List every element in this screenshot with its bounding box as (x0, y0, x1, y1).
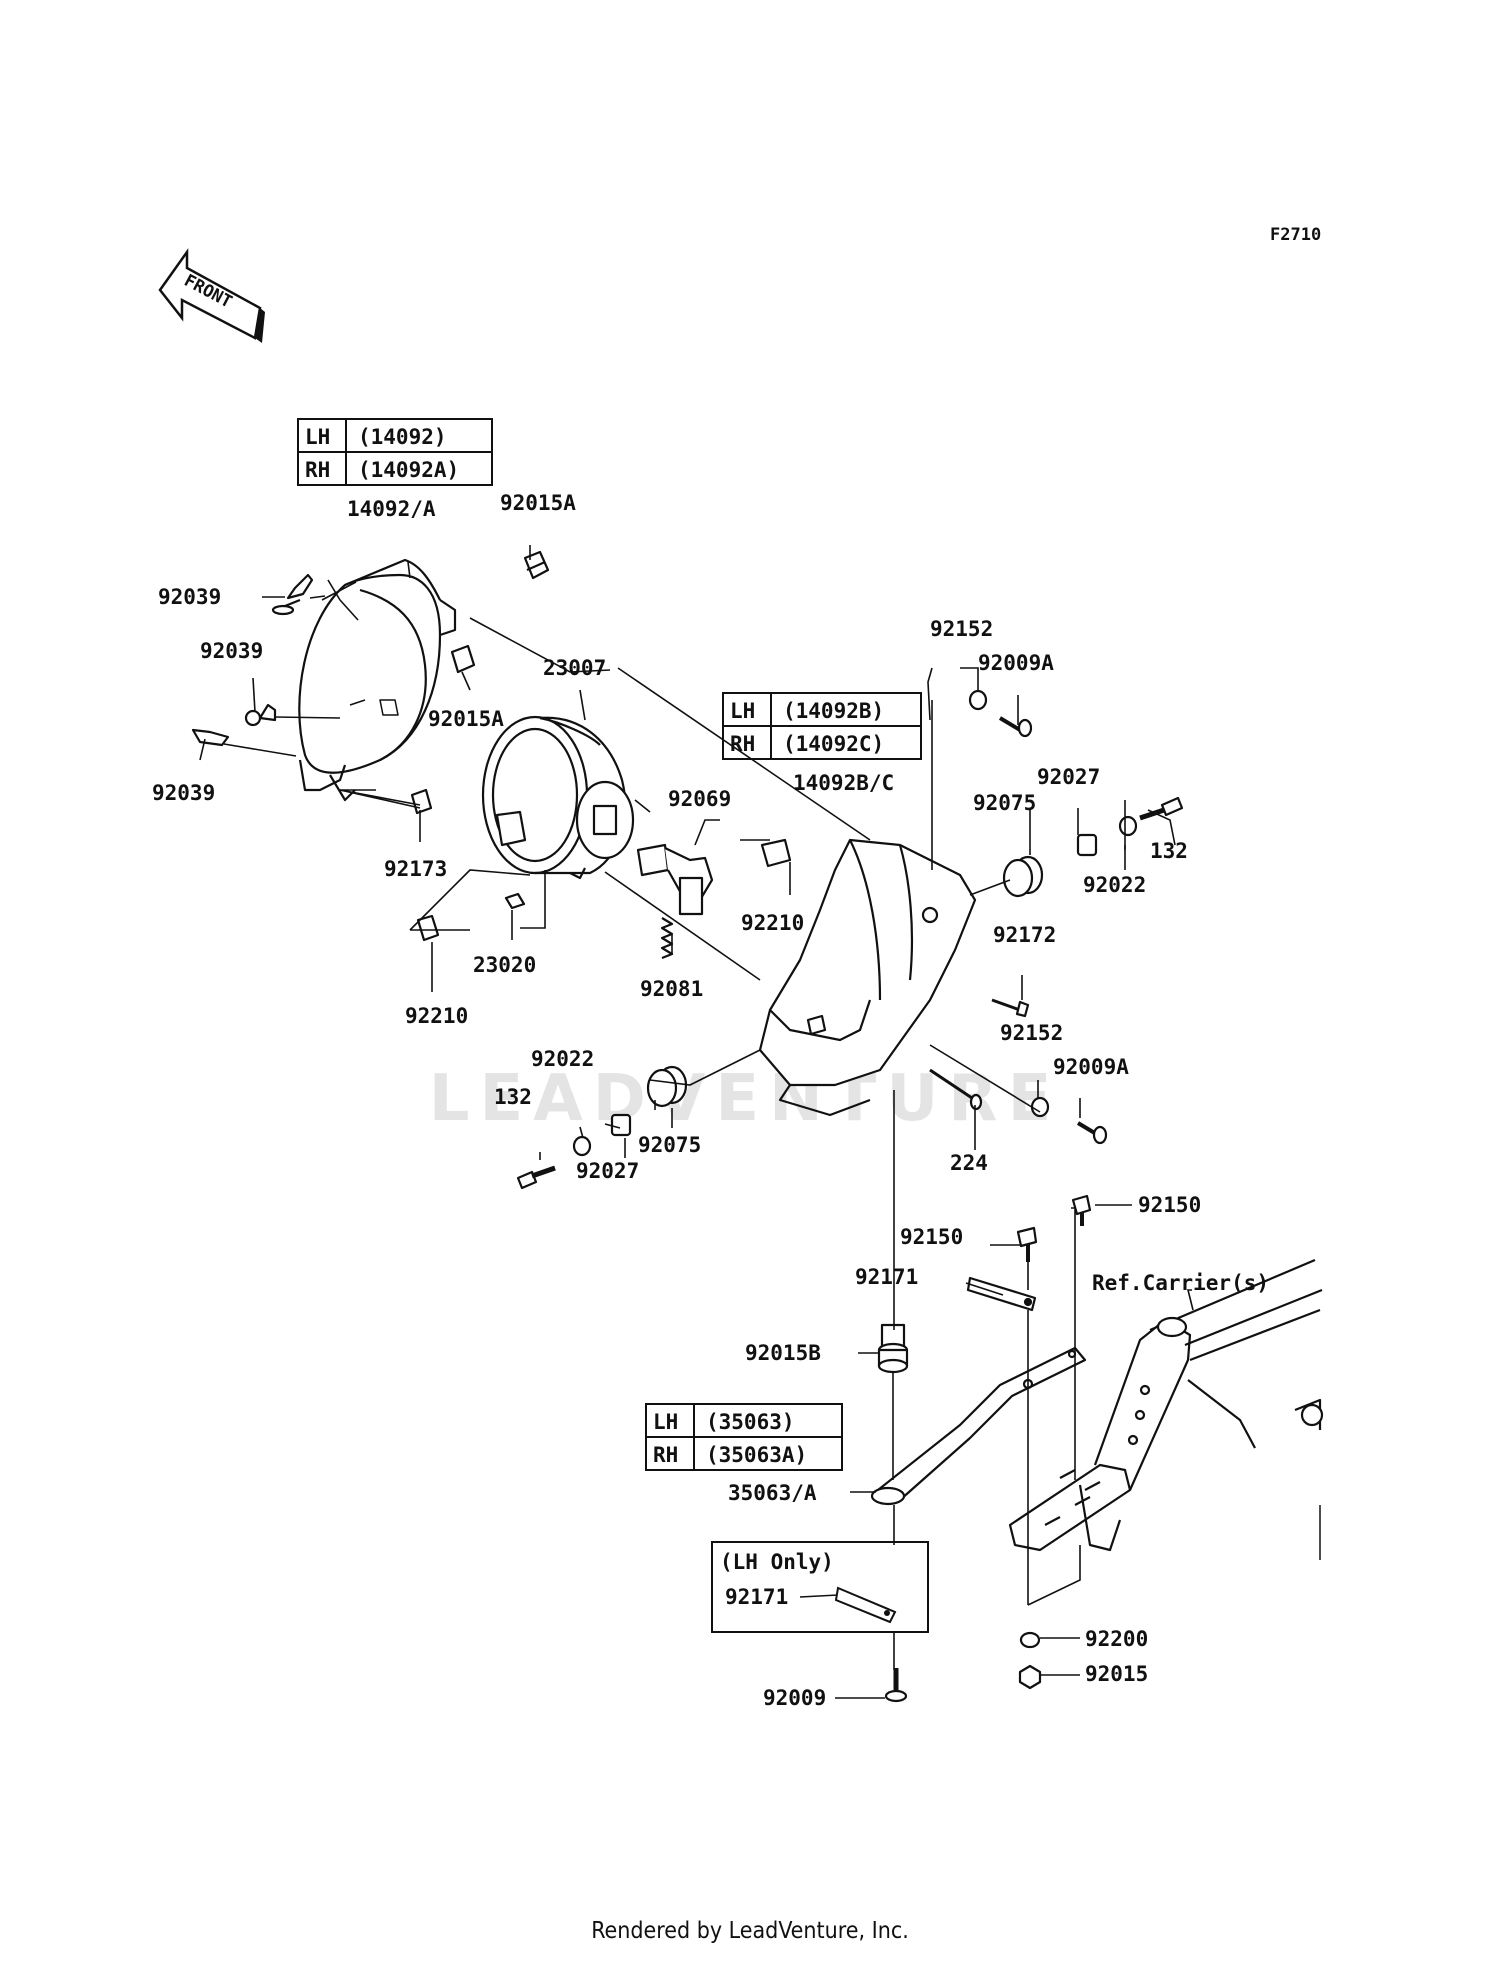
part-drawings (191, 550, 1324, 1703)
rivet-92039-mid-drawing (244, 703, 277, 727)
table-case-part-1: (14092C) (783, 732, 884, 756)
washer-92022-right-drawing (1118, 815, 1138, 837)
label-14092A: 14092/A (347, 497, 436, 521)
collar-92027-left-drawing (610, 1113, 632, 1137)
clip-92015A-mid-drawing (450, 644, 476, 674)
label-92150-right: 92150 (1138, 1193, 1201, 1217)
table-case-side-1: RH (730, 732, 755, 756)
label-92200: 92200 (1085, 1627, 1148, 1651)
label-92009: 92009 (763, 1686, 826, 1710)
bolt-132-right-drawing (1139, 796, 1184, 821)
label-ref-carrier: Ref.Carrier(s) (1092, 1271, 1269, 1295)
table-bracket-side-1: RH (653, 1443, 678, 1467)
label-92015A-top: 92015A (500, 491, 576, 515)
footer-credit: Rendered by LeadVenture, Inc. (591, 1918, 909, 1944)
bracket-35063A-drawing (870, 1346, 1087, 1506)
table-cover-side-1: RH (305, 458, 330, 482)
label-224: 224 (950, 1151, 988, 1175)
label-92069: 92069 (668, 787, 731, 811)
nut-92152-low-drawing (1030, 1096, 1050, 1118)
bolt-224-drawing (929, 1068, 983, 1111)
clip-92015A-top-drawing (523, 550, 550, 580)
label-92009A-low: 92009A (1053, 1055, 1129, 1079)
label-92171: 92171 (855, 1265, 918, 1289)
label-132-left: 132 (494, 1085, 532, 1109)
clip-92210-right-drawing (760, 838, 792, 868)
clip-92173-drawing (410, 788, 433, 815)
diagram-code: F2710 (1270, 225, 1321, 245)
label-92152-low: 92152 (1000, 1021, 1063, 1045)
bulb-drawing (636, 843, 714, 916)
nut-92152-top-drawing (968, 689, 988, 711)
label-92075-left: 92075 (638, 1133, 701, 1157)
washer-92200-drawing (1019, 1631, 1041, 1649)
table-bracket-part-1: (35063A) (706, 1443, 807, 1467)
screw-92172-drawing (991, 998, 1030, 1018)
headlight-drawing (481, 715, 635, 880)
nut-92015-drawing (1018, 1664, 1042, 1690)
label-92152-top: 92152 (930, 617, 993, 641)
bolt-132-left-drawing (516, 1165, 556, 1190)
carrier-frame-drawing (1008, 1258, 1324, 1560)
table-cover-part-1: (14092A) (358, 458, 459, 482)
label-23007: 23007 (543, 656, 606, 680)
headlight-cover-drawing (298, 558, 457, 802)
bolt-92150-left-drawing (1016, 1226, 1038, 1262)
bolt-92009-drawing (884, 1668, 908, 1703)
grommet-92075-left-drawing (646, 1065, 688, 1108)
grommet-92075-right-drawing (1002, 855, 1044, 898)
front-arrow-icon: FRONT (158, 248, 265, 343)
washer-92022-left-drawing (572, 1135, 592, 1157)
label-92081: 92081 (640, 977, 703, 1001)
bolt-92009A-low-drawing (1076, 1121, 1108, 1145)
label-23020: 23020 (473, 953, 536, 977)
table-case-side-0: LH (730, 699, 755, 723)
table-bracket-side-0: LH (653, 1410, 678, 1434)
label-92173: 92173 (384, 857, 447, 881)
table-cover-side-0: LH (305, 425, 330, 449)
label-92022-right: 92022 (1083, 873, 1146, 897)
label-92210-right: 92210 (741, 911, 804, 935)
spring-drawing (660, 917, 674, 960)
headlight-case-drawing (758, 838, 977, 1117)
table-bracket-part-0: (35063) (706, 1410, 795, 1434)
label-92039-top: 92039 (158, 585, 221, 609)
rivet-92039-top-drawing (271, 573, 314, 616)
rivet-92039-low-drawing (191, 728, 230, 747)
label-92027-left: 92027 (576, 1159, 639, 1183)
label-92015B: 92015B (745, 1341, 821, 1365)
clip-92210-left-drawing (416, 914, 440, 942)
label-92150-left: 92150 (900, 1225, 963, 1249)
label-132-right: 132 (1150, 839, 1188, 863)
label-92022-left: 92022 (531, 1047, 594, 1071)
callout-labels: 14092/A 92015A 92039 92039 92039 23007 9… (152, 491, 1269, 1710)
lh-only-part: 92171 (725, 1585, 788, 1609)
nut-23020-drawing (504, 892, 526, 910)
watermark: LEADVENTURE (429, 1062, 1062, 1136)
label-92027-right: 92027 (1037, 765, 1100, 789)
lh-only-box: (LH Only) 92171 (711, 1541, 929, 1633)
label-92210-left: 92210 (405, 1004, 468, 1028)
lh-only-title: (LH Only) (720, 1550, 834, 1574)
label-35063A: 35063/A (728, 1481, 817, 1505)
bolt-92009A-top-drawing (998, 716, 1033, 738)
table-case: LH (14092B) RH (14092C) (722, 692, 922, 760)
label-92039-mid: 92039 (200, 639, 263, 663)
label-92075-right: 92075 (973, 791, 1036, 815)
leader-lines (199, 545, 1194, 1699)
table-bracket: LH (35063) RH (35063A) (645, 1403, 843, 1471)
label-92009A-top: 92009A (978, 651, 1054, 675)
table-cover: LH (14092) RH (14092A) (297, 418, 493, 486)
label-14092BC: 14092B/C (793, 771, 894, 795)
label-92015: 92015 (1085, 1662, 1148, 1686)
table-cover-part-0: (14092) (358, 425, 447, 449)
label-92172: 92172 (993, 923, 1056, 947)
collar-92027-right-drawing (1076, 833, 1098, 857)
collar-92015B-drawing (877, 1323, 909, 1374)
label-92015A-mid: 92015A (428, 707, 504, 731)
label-92039-low: 92039 (152, 781, 215, 805)
table-case-part-0: (14092B) (783, 699, 884, 723)
